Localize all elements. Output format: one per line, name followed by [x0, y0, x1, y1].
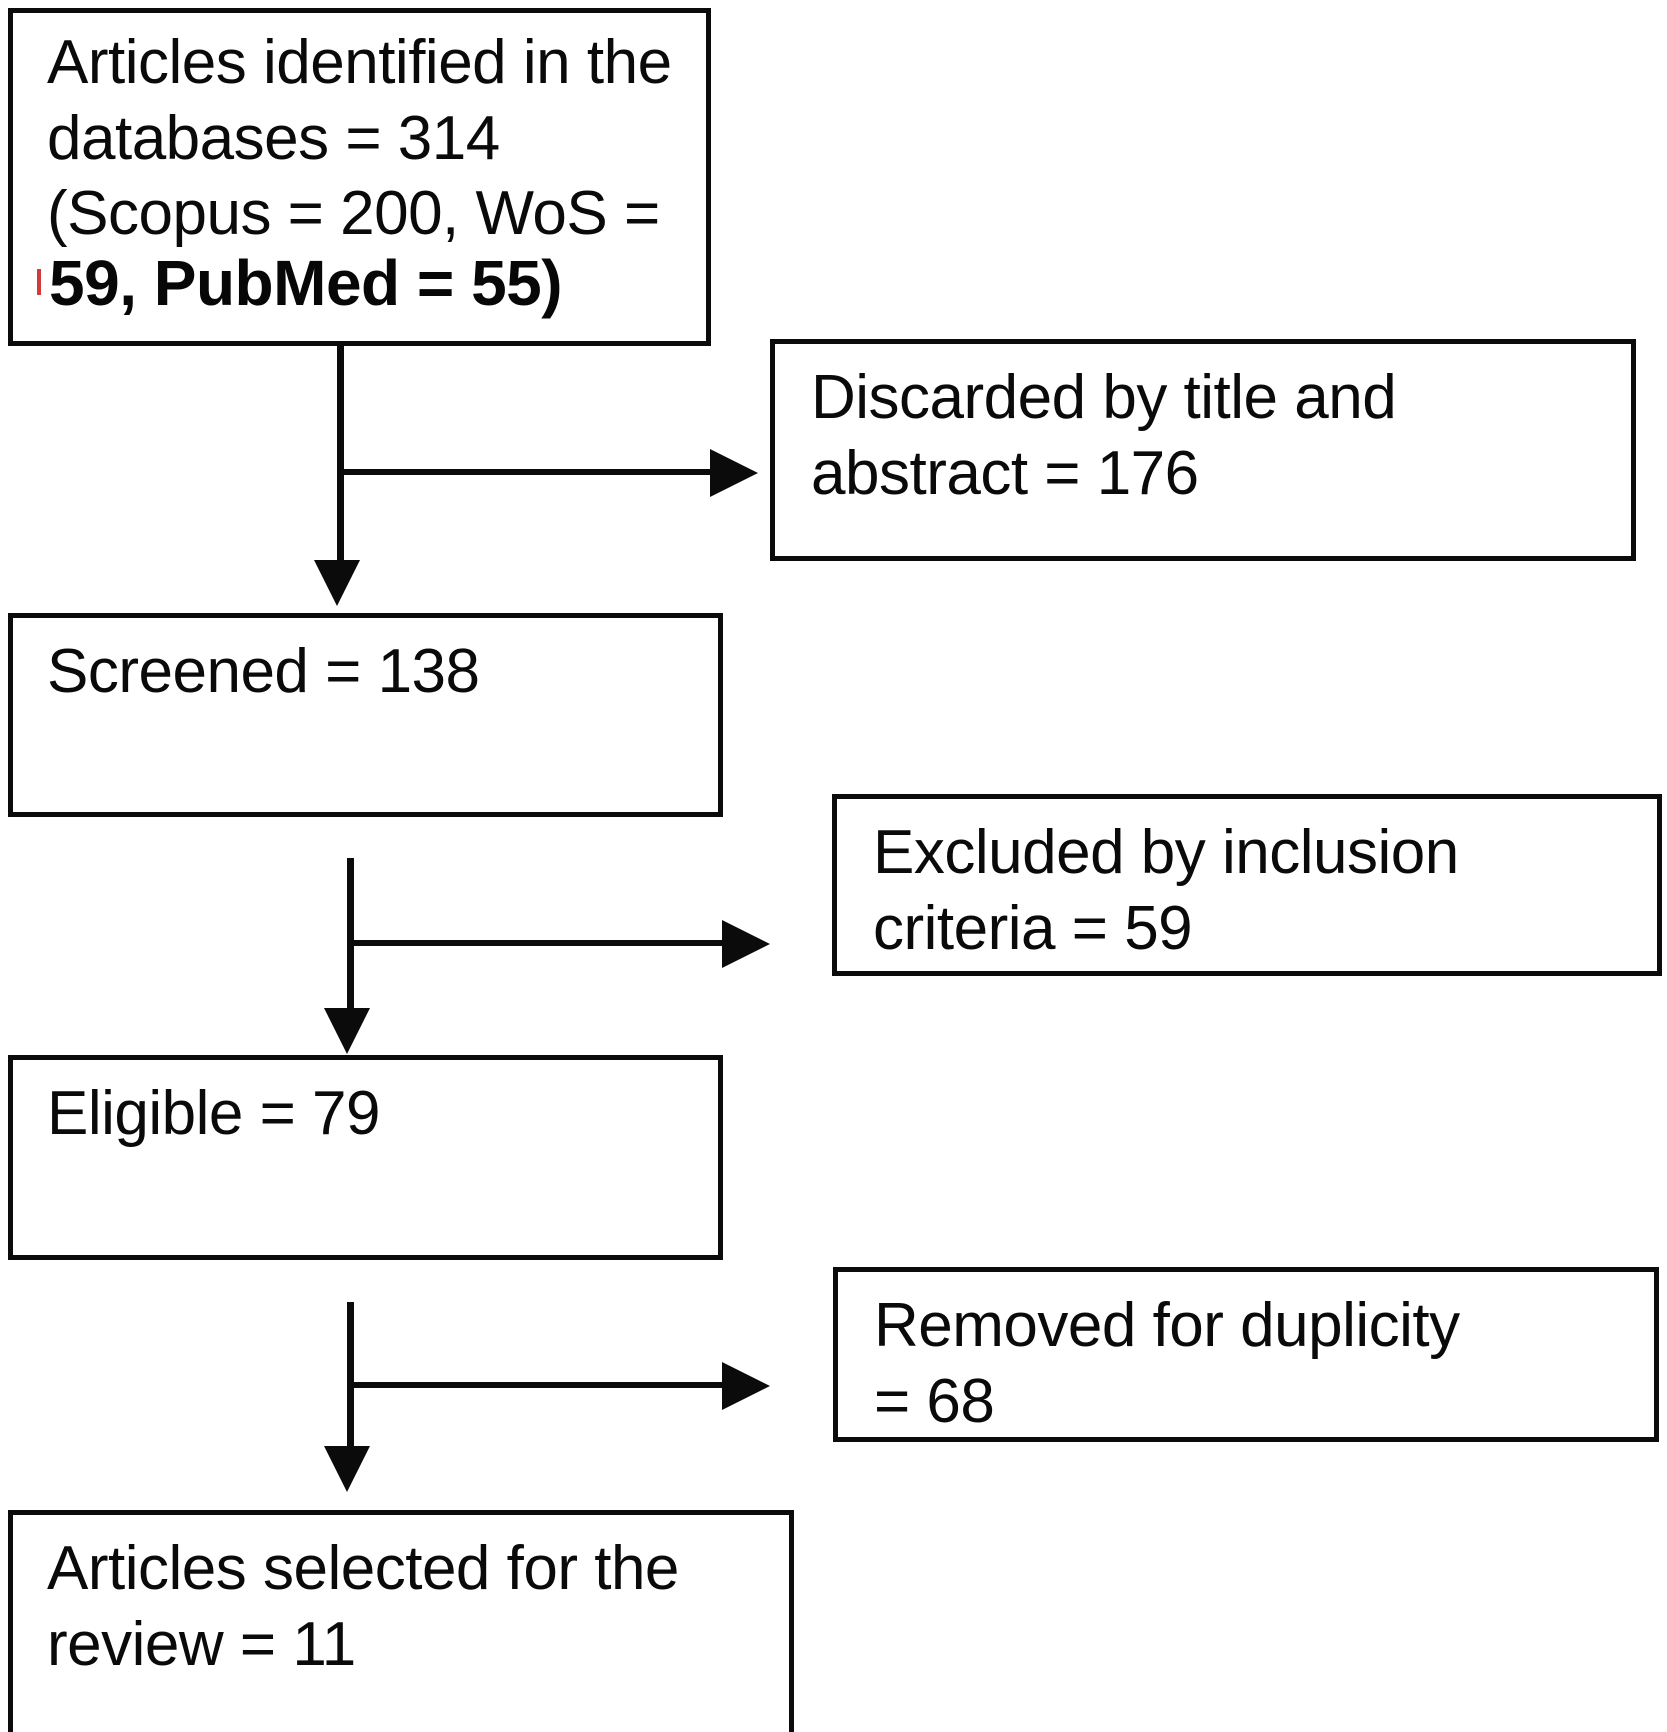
connector-identified-to-screened	[337, 346, 344, 566]
connector-eligible-to-selected	[347, 1302, 354, 1454]
arrowhead-down-to-screened	[314, 560, 360, 606]
connector-identified-to-discarded	[341, 469, 717, 475]
connector-screened-to-eligible	[347, 858, 354, 1016]
connector-screened-to-excluded	[351, 940, 729, 946]
box-removed-duplicity: Removed for duplicity = 68	[833, 1267, 1659, 1442]
box-articles-selected-text: Articles selected for the review = 11	[47, 1534, 679, 1679]
box-eligible: Eligible = 79	[8, 1055, 723, 1260]
arrowhead-right-to-discarded	[710, 449, 758, 497]
box-screened: Screened = 138	[8, 613, 723, 817]
box-articles-selected: Articles selected for the review = 11	[8, 1510, 794, 1732]
connector-eligible-to-removed	[351, 1382, 729, 1388]
arrowhead-down-to-eligible	[324, 1008, 370, 1054]
arrowhead-right-to-excluded	[722, 920, 770, 968]
red-artifact-mark	[37, 269, 41, 295]
box-discarded-text: Discarded by title and abstract = 176	[811, 363, 1397, 508]
box-articles-identified-text: Articles identified in the databases = 3…	[47, 28, 672, 249]
box-eligible-text: Eligible = 79	[47, 1079, 381, 1148]
arrowhead-down-to-selected	[324, 1446, 370, 1492]
box-removed-text: Removed for duplicity = 68	[874, 1291, 1460, 1436]
arrowhead-right-to-removed	[722, 1362, 770, 1410]
box-discarded-title-abstract: Discarded by title and abstract = 176	[770, 339, 1636, 561]
box-excluded-inclusion-criteria: Excluded by inclusion criteria = 59	[832, 794, 1662, 976]
box-screened-text: Screened = 138	[47, 637, 480, 706]
box-articles-identified: Articles identified in the databases = 3…	[8, 8, 711, 346]
box-articles-identified-tail: 59, PubMed = 55)	[49, 247, 563, 319]
box-excluded-text: Excluded by inclusion criteria = 59	[873, 818, 1459, 963]
